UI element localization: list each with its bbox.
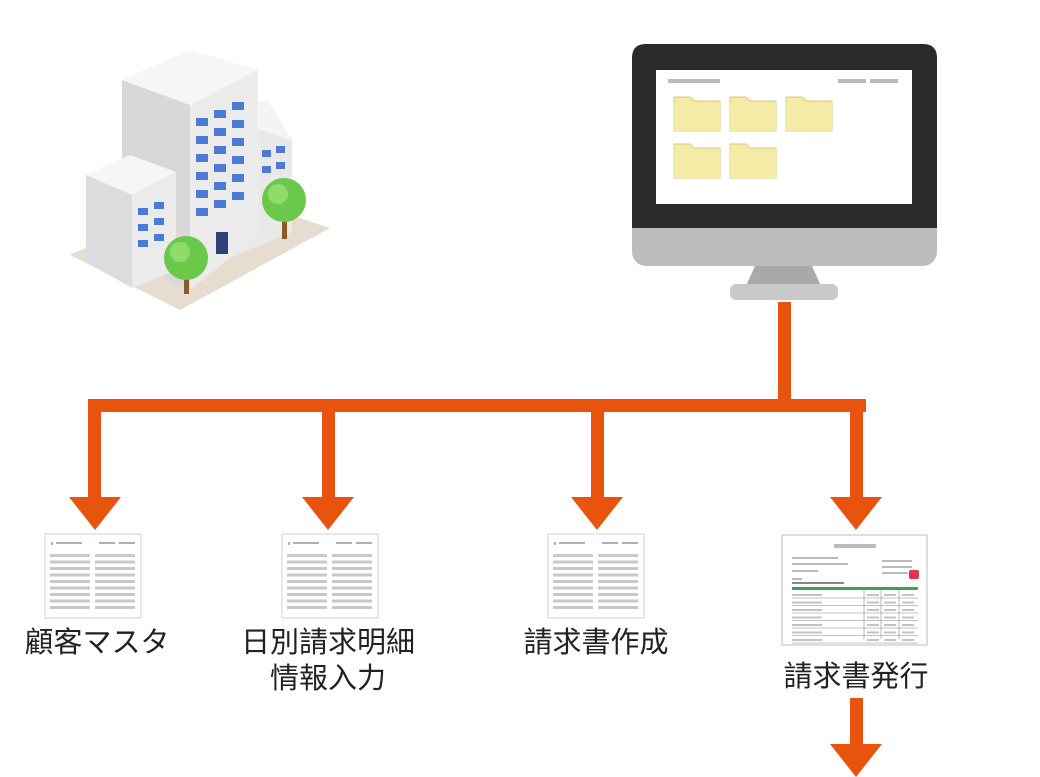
folder-icon [729, 96, 777, 132]
drop-line-1 [88, 399, 101, 499]
connector-lines [69, 302, 882, 777]
invoice-icon [781, 534, 928, 646]
document-icon [44, 533, 142, 619]
drop-line-2 [322, 399, 335, 499]
folder-icon [729, 143, 777, 179]
document-icon [547, 533, 645, 619]
label-create-invoice: 請求書作成 [523, 625, 669, 659]
arrow-head-4 [830, 497, 882, 530]
label-daily-detail: 日別請求明細 情報入力 [228, 624, 428, 696]
office-building-icon [70, 50, 330, 310]
folder-grid [673, 96, 833, 179]
monitor-screen [656, 70, 912, 204]
drop-line-4 [850, 399, 863, 499]
arrow-head-1 [69, 497, 121, 530]
branch-bar [88, 399, 866, 412]
trunk-line [778, 302, 791, 406]
arrow-head-3 [571, 497, 623, 530]
label-daily-detail-line1: 日別請求明細 [240, 625, 415, 659]
output-line [850, 698, 863, 748]
folder-icon [785, 96, 833, 132]
label-customer-master: 顧客マスタ [24, 625, 170, 659]
folder-icon [673, 143, 721, 179]
desktop-computer-icon [632, 44, 937, 300]
output-arrow-head [830, 744, 882, 777]
document-icon [281, 533, 379, 619]
label-issue-invoice: 請求書発行 [783, 659, 929, 693]
label-daily-detail-line2: 情報入力 [269, 661, 386, 695]
folder-icon [673, 96, 721, 132]
arrow-head-2 [302, 497, 354, 530]
drop-line-3 [591, 399, 604, 499]
